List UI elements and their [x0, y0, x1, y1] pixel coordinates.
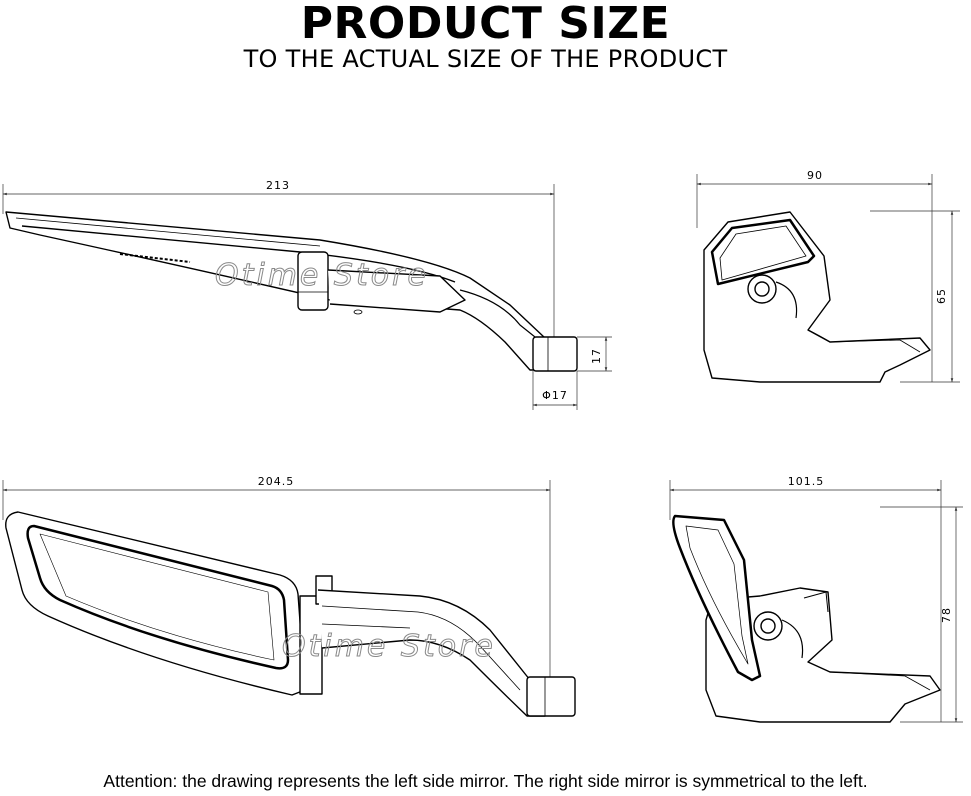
angled-view-height-dimension	[880, 506, 963, 723]
rear-view-height-label: 65	[935, 288, 948, 304]
side-view-length-label: 213	[266, 179, 290, 192]
footer-note: Attention: the drawing represents the le…	[103, 771, 868, 791]
side-view-height-label: 17	[590, 348, 603, 364]
top-view-length-label: 204.5	[258, 475, 295, 488]
watermark-top: Otime Store	[215, 258, 429, 293]
side-view-diameter-dimension	[532, 371, 578, 410]
side-view	[2, 184, 578, 372]
angled-view	[669, 480, 942, 723]
technical-drawing: 213 17 Φ17 90 65	[2, 169, 963, 723]
page-title: PRODUCT SIZE	[300, 0, 671, 49]
side-view-height-dimension	[577, 336, 612, 372]
top-view	[2, 480, 576, 717]
rear-view-width-label: 90	[807, 169, 823, 182]
page-subtitle: TO THE ACTUAL SIZE OF THE PRODUCT	[243, 45, 728, 73]
angled-view-height-label: 78	[940, 607, 953, 623]
rear-view	[696, 174, 933, 383]
side-view-diameter-label: Φ17	[542, 389, 568, 402]
rear-view-height-dimension	[870, 210, 960, 383]
watermark-bottom: Otime Store	[282, 629, 496, 664]
angled-view-width-label: 101.5	[788, 475, 825, 488]
